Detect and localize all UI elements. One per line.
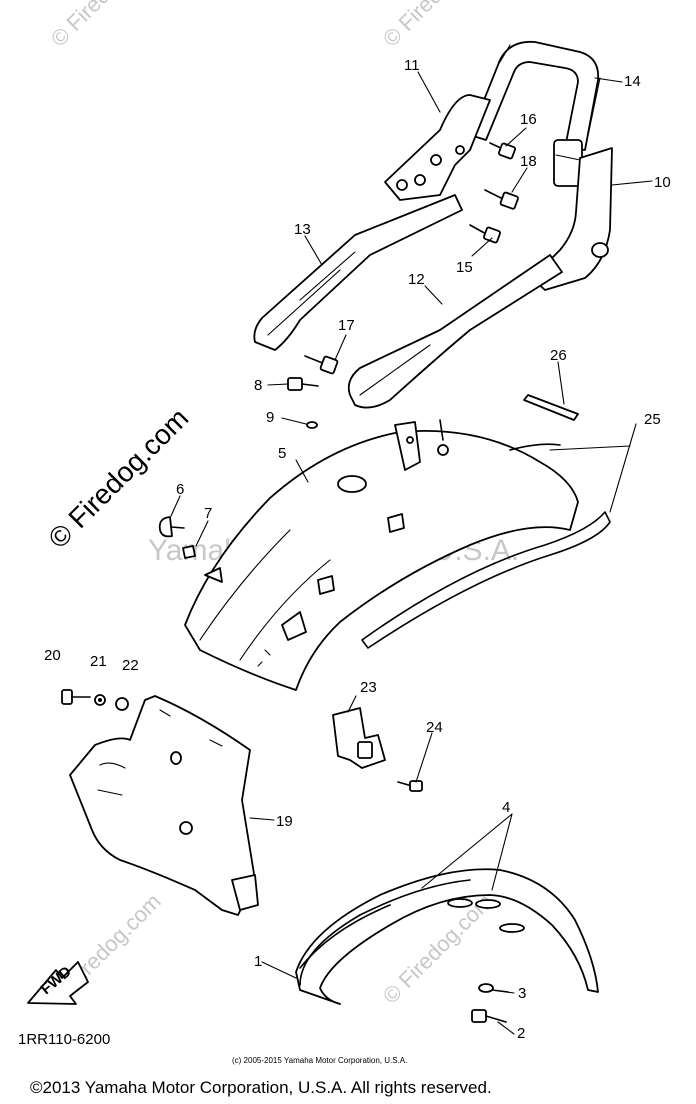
bolt-16: [489, 142, 516, 160]
label-13: 13: [294, 221, 311, 238]
part-labels: 1 2 3 4 5 6 7 8 9 10 11 12 13 14 15 16 1…: [44, 57, 671, 1042]
bolt-15: [469, 224, 501, 244]
label-25: 25: [644, 411, 661, 428]
bolts-upper: [287, 142, 519, 429]
part-14-grab-bar: [469, 40, 601, 187]
bolt-6-nut-7: [158, 516, 196, 559]
watermark-top-right: © Firedog.com: [378, 0, 498, 52]
fasteners-2-3: [471, 983, 509, 1023]
label-2: 2: [517, 1025, 525, 1042]
label-4: 4: [502, 799, 510, 816]
part-10-side-cover: [531, 147, 613, 291]
label-20: 20: [44, 647, 61, 664]
label-1: 1: [254, 953, 262, 970]
label-7: 7: [204, 505, 212, 522]
part-19-inner-fender: [69, 695, 259, 916]
part-12-right-rail: [347, 254, 563, 409]
bolt-8: [287, 377, 319, 391]
part-23-bracket: [332, 707, 386, 769]
fasteners-20-21-22: [61, 689, 129, 711]
part-26-strip: [523, 394, 579, 421]
small-copyright: (c) 2005-2015 Yamaha Motor Corporation, …: [232, 1056, 407, 1065]
part-1-front-fender: [295, 868, 599, 1005]
diagram-code: 1RR110-6200: [18, 1031, 110, 1048]
label-23: 23: [360, 679, 377, 696]
leader-lines: [170, 71, 653, 1035]
fwd-arrow: FWD: [27, 961, 89, 1005]
part-13-left-rail: [253, 194, 463, 351]
watermark-top-left: © Firedog.com: [46, 0, 166, 52]
label-17: 17: [338, 317, 355, 334]
label-22: 22: [122, 657, 139, 674]
screw-24: [397, 780, 423, 792]
label-21: 21: [90, 653, 107, 670]
footer-copyright: ©2013 Yamaha Motor Corporation, U.S.A. A…: [30, 1078, 492, 1097]
label-16: 16: [520, 111, 537, 128]
label-19: 19: [276, 813, 293, 830]
label-5: 5: [278, 445, 286, 462]
label-9: 9: [266, 409, 274, 426]
bolt-18: [484, 189, 519, 210]
washer-9: [306, 421, 318, 429]
label-26: 26: [550, 347, 567, 364]
part-25-trim: [361, 443, 611, 649]
label-6: 6: [176, 481, 184, 498]
part-11-bracket: [384, 94, 491, 201]
label-11: 11: [404, 57, 420, 74]
bolt-17: [304, 355, 339, 375]
label-3: 3: [518, 985, 526, 1002]
label-10: 10: [654, 174, 671, 191]
label-8: 8: [254, 377, 262, 394]
part-5-rear-fender: [184, 419, 579, 691]
label-18: 18: [520, 153, 537, 170]
label-14: 14: [624, 73, 641, 90]
label-12: 12: [408, 271, 425, 288]
label-24: 24: [426, 719, 443, 736]
label-15: 15: [456, 259, 473, 276]
